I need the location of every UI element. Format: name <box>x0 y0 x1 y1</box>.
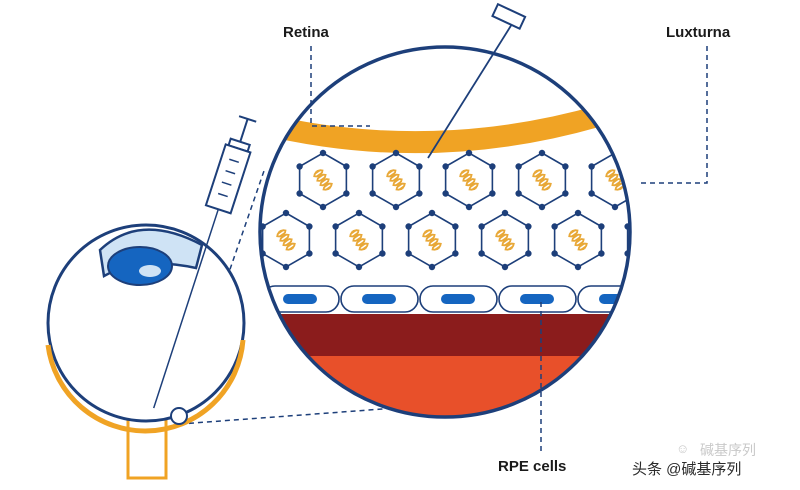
eyeball <box>46 223 246 423</box>
luxturna-label: Luxturna <box>666 24 731 41</box>
hex-cell <box>551 209 605 271</box>
hex-cell <box>624 212 662 268</box>
watermark: 头条 @碱基序列 <box>632 461 742 478</box>
rpe-cell <box>340 285 419 313</box>
hex-cell <box>442 149 496 211</box>
hex-cell <box>260 209 313 271</box>
dna-icon <box>495 229 515 251</box>
needle-hub <box>491 2 527 31</box>
dna-icon <box>532 169 552 191</box>
hex-cell <box>296 149 350 211</box>
magnified-view <box>260 47 734 417</box>
injection-site <box>170 407 188 425</box>
dna-icon <box>386 169 406 191</box>
dna-icon <box>276 229 296 251</box>
dna-icon <box>641 228 662 251</box>
dna-icon <box>313 169 333 191</box>
hex-cell <box>405 209 459 271</box>
magnified-circle-outline <box>258 45 632 419</box>
iris <box>107 246 173 286</box>
rpe-cells-label: RPE cells <box>498 458 567 475</box>
rpe-cell <box>419 285 498 313</box>
luxturna-needle <box>427 23 513 159</box>
watermark-faint: 碱基序列 <box>700 442 756 458</box>
rpe-cell <box>498 285 577 313</box>
iris-highlight <box>139 265 161 277</box>
choroid-layer <box>260 314 630 356</box>
rpe-cell <box>261 285 340 313</box>
dna-icon <box>568 229 588 251</box>
photoreceptor-cells <box>260 149 662 271</box>
rpe-cell-row <box>261 285 734 313</box>
syringe <box>152 115 257 409</box>
hex-cell <box>515 149 569 211</box>
retina-leader <box>310 46 370 127</box>
dna-icon <box>349 229 369 251</box>
dna-icon <box>459 169 479 191</box>
dna-icon <box>422 229 442 251</box>
rpe-cell <box>657 286 734 312</box>
retina-band <box>260 92 630 154</box>
luxturna-leader <box>640 46 708 184</box>
hex-cell <box>369 149 423 211</box>
hex-cell <box>332 209 386 271</box>
retina-label: Retina <box>283 24 329 41</box>
eye-retina-arc <box>45 339 246 434</box>
wechat-icon: ☺ <box>676 441 690 456</box>
hex-cell <box>478 209 532 271</box>
